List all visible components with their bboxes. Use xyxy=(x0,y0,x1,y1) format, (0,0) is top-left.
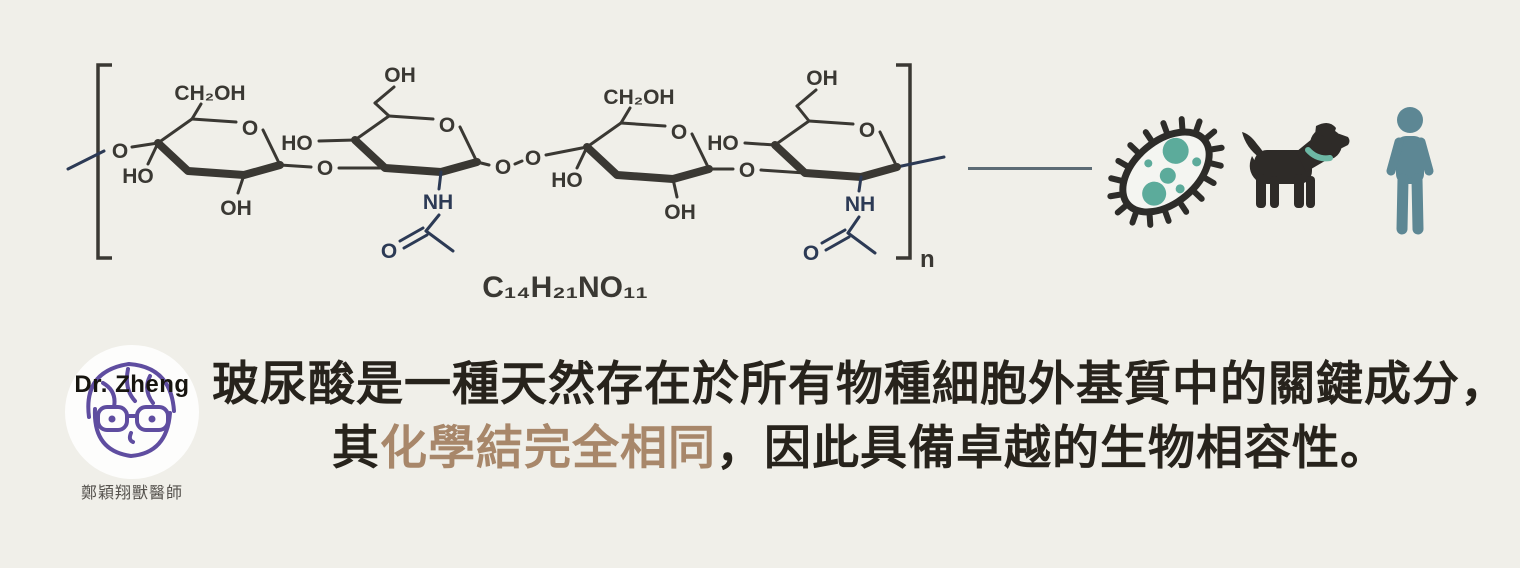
logo-title: Dr. Zheng xyxy=(74,371,190,398)
atom-label-ho: HO xyxy=(122,165,154,188)
atom-label-o: O xyxy=(859,119,875,142)
atom-label-o: O xyxy=(439,114,455,137)
dog-snout xyxy=(1334,132,1350,152)
chemical-formula: C₁₄H₂₁NO₁₁ xyxy=(482,271,648,304)
atom-label-o: O xyxy=(739,159,755,182)
atom-label-o: O xyxy=(525,147,541,170)
logo-subtitle: 鄭穎翔獸醫師 xyxy=(80,485,183,502)
atom-label-ch2oh: CH₂OH xyxy=(603,86,674,109)
chain-entry-bond xyxy=(66,149,106,171)
atom-label-o: O xyxy=(112,140,128,163)
atom-label-oh: OH xyxy=(806,67,838,90)
dog-icon xyxy=(1242,122,1350,208)
caption-line2-suffix: ，因此具備卓越的生物相容性。 xyxy=(716,421,1388,474)
dog-tail xyxy=(1242,132,1267,158)
atom-label-o: O xyxy=(671,121,687,144)
atom-label-nh: NH xyxy=(423,191,453,214)
atom-label-nh: NH xyxy=(845,193,875,216)
person-icon xyxy=(1386,107,1434,235)
bond xyxy=(759,168,807,175)
chain-exit-bond xyxy=(895,155,946,169)
atom-label-o: O xyxy=(803,242,819,265)
atom-label-oh: OH xyxy=(664,201,696,224)
doctor-logo: Dr. Zheng 鄭穎翔獸醫師 xyxy=(62,345,202,503)
atom-label-oh: OH xyxy=(220,197,252,220)
sugar-ring-2: O HO OH NH O xyxy=(281,64,481,263)
atom-label-o: O xyxy=(317,157,333,180)
connector-line xyxy=(968,167,1092,170)
bacteria-icon xyxy=(1107,116,1225,228)
atom-label-ho: HO xyxy=(281,132,313,155)
atom-label-o: O xyxy=(495,156,511,179)
atom-label-ho: HO xyxy=(707,132,739,155)
atom-label-o: O xyxy=(381,240,397,263)
caption-line-1: 玻尿酸是一種天然存在於所有物種細胞外基質中的關鍵成分， xyxy=(212,357,1508,410)
sugar-ring-1: O CH₂OH HO OH xyxy=(122,82,284,220)
hyaluronic-acid-structure-diagram: O O CH₂OH HO OH O O HO xyxy=(66,63,946,304)
logo-circle: Dr. Zheng xyxy=(65,345,199,479)
caption-text: 玻尿酸是一種天然存在於所有物種細胞外基質中的關鍵成分， 其化學結完全相同，因此具… xyxy=(210,352,1510,480)
caption-line2-highlight: 化學結完全相同 xyxy=(380,421,716,474)
doctor-face-sketch-icon xyxy=(86,361,176,459)
bond xyxy=(513,159,524,166)
dog-collar xyxy=(1305,147,1333,162)
bond xyxy=(130,141,160,149)
atom-label-o: O xyxy=(242,117,258,140)
bond xyxy=(475,160,491,167)
right-bracket xyxy=(896,63,912,260)
atom-label-ch2oh: CH₂OH xyxy=(174,82,245,105)
atom-label-ho: HO xyxy=(551,169,583,192)
dog-ear xyxy=(1315,122,1336,144)
caption-line-2: 其化學結完全相同，因此具備卓越的生物相容性。 xyxy=(210,416,1510,480)
repeat-index-n: n xyxy=(920,246,935,273)
bond xyxy=(544,145,589,157)
left-bracket xyxy=(96,63,112,260)
sugar-ring-4: O HO OH NH O xyxy=(707,67,901,265)
sugar-ring-3: O CH₂OH HO OH xyxy=(551,86,713,224)
atom-label-oh: OH xyxy=(384,64,416,87)
caption-line2-prefix: 其 xyxy=(332,421,380,474)
bond xyxy=(278,163,313,169)
